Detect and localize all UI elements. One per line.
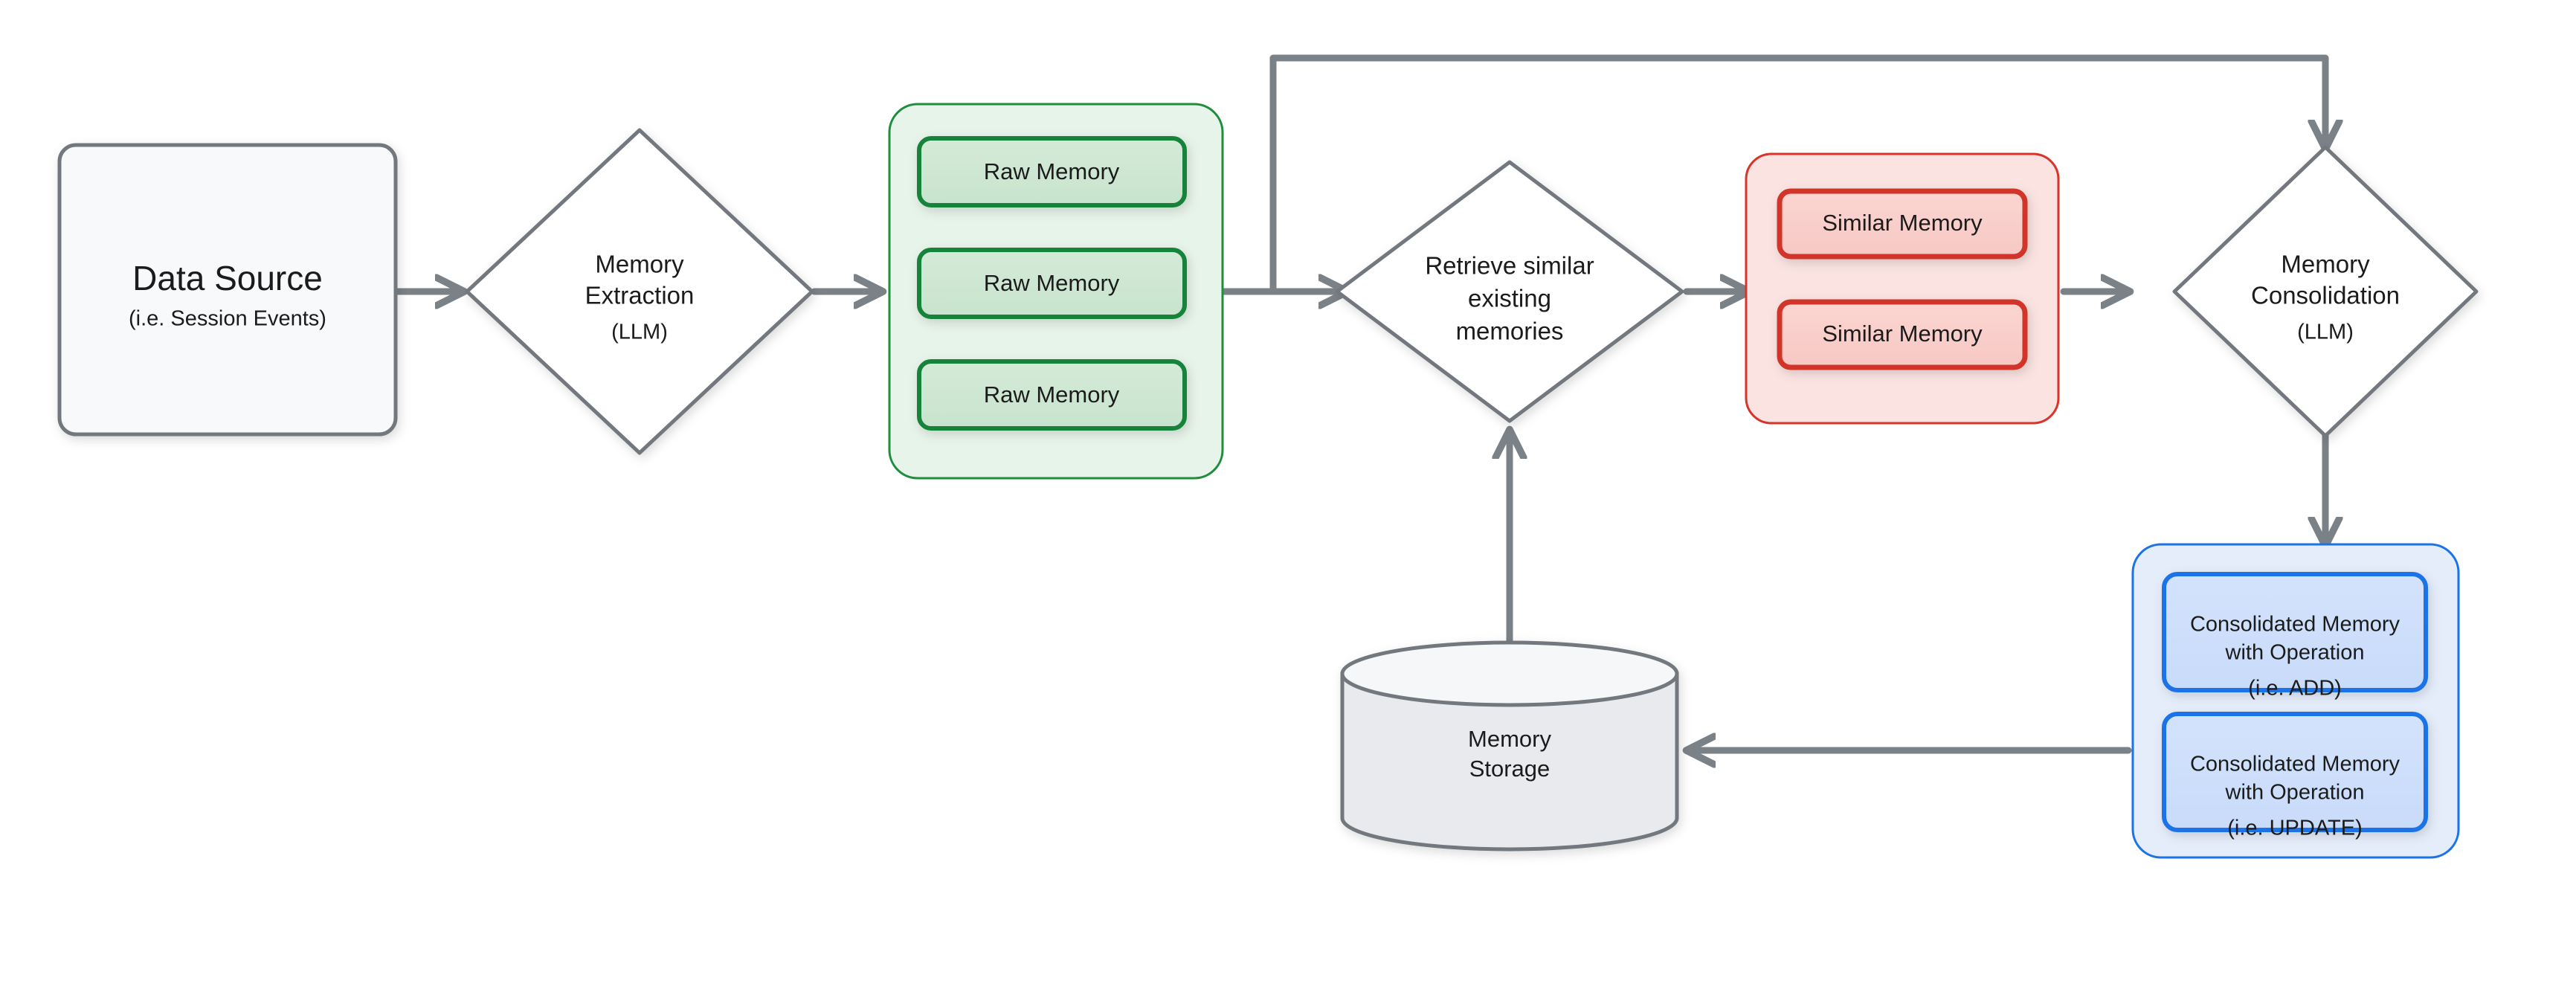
raw-memory-item-2-label: Raw Memory bbox=[984, 270, 1120, 296]
memory-extraction-shape[interactable] bbox=[465, 128, 814, 455]
consolidated-memory-item-1[interactable] bbox=[2162, 572, 2428, 692]
raw-memory-item-1-label: Raw Memory bbox=[984, 158, 1120, 184]
consolidated-memory-item-1-shape[interactable] bbox=[2162, 572, 2428, 692]
memory-storage-body[interactable] bbox=[1340, 672, 1679, 852]
consolidated-memory-item-1-line3: (i.e. ADD) bbox=[2248, 677, 2342, 701]
similar-memory-item-2-shape[interactable] bbox=[1777, 299, 2028, 370]
memory-consolidation-line3: (LLM) bbox=[2297, 321, 2354, 344]
similar-memory-item-2-label: Similar Memory bbox=[1822, 321, 1983, 347]
memory-consolidation-line2: Consolidation bbox=[2251, 282, 2400, 309]
raw-memory-item-2-shape[interactable] bbox=[917, 248, 1187, 319]
consolidated-memory-item-1-line2: with Operation bbox=[2225, 641, 2365, 665]
consolidated-memory-item-1-line1: Consolidated Memory bbox=[2190, 613, 2400, 637]
node-data-source[interactable] bbox=[57, 143, 398, 437]
consolidated-memory-item-2-shape[interactable] bbox=[2162, 712, 2428, 832]
raw-memory-item-3-label: Raw Memory bbox=[984, 382, 1120, 408]
similar-memory-item-1-shape[interactable] bbox=[1777, 188, 2028, 260]
data-source-subtitle: (i.e. Session Events) bbox=[129, 307, 326, 331]
memory-extraction-line2: Extraction bbox=[585, 282, 695, 309]
memory-storage-line2: Storage bbox=[1469, 756, 1551, 782]
memory-consolidation-shape[interactable] bbox=[2172, 145, 2479, 438]
edge-raw-memory-to-memory-consolidation bbox=[1269, 54, 2325, 295]
retrieve-similar-line2: existing bbox=[1468, 285, 1551, 312]
memory-consolidation-line1: Memory bbox=[2281, 251, 2370, 278]
raw-memory-item-3-shape[interactable] bbox=[917, 359, 1187, 431]
consolidated-memory-item-2-line1: Consolidated Memory bbox=[2190, 753, 2400, 776]
consolidated-memory-item-2-line3: (i.e. UPDATE) bbox=[2227, 817, 2363, 840]
raw-memory-item-1[interactable] bbox=[917, 136, 1187, 207]
consolidated-memory-item-2[interactable] bbox=[2162, 712, 2428, 832]
memory-storage-line1: Memory bbox=[1468, 726, 1551, 752]
memory-extraction-line3: (LLM) bbox=[611, 321, 668, 344]
raw-memory-item-3[interactable] bbox=[917, 359, 1187, 431]
data-source-shape[interactable] bbox=[57, 143, 398, 437]
similar-memory-item-1-label: Similar Memory bbox=[1822, 210, 1983, 236]
retrieve-similar-shape[interactable] bbox=[1335, 160, 1684, 423]
memory-storage-top[interactable] bbox=[1340, 640, 1679, 707]
node-retrieve-similar-memories[interactable] bbox=[1335, 160, 1684, 423]
similar-memory-item-1[interactable] bbox=[1777, 188, 2028, 260]
consolidated-memory-item-2-line2: with Operation bbox=[2225, 781, 2365, 805]
retrieve-similar-line3: memories bbox=[1456, 318, 1564, 345]
node-memory-extraction[interactable] bbox=[465, 128, 814, 455]
raw-memory-item-1-shape[interactable] bbox=[917, 136, 1187, 207]
data-source-title: Data Source bbox=[132, 259, 323, 297]
raw-memory-item-2[interactable] bbox=[917, 248, 1187, 319]
retrieve-similar-line1: Retrieve similar bbox=[1425, 252, 1594, 280]
node-memory-storage[interactable] bbox=[1340, 640, 1679, 852]
memory-extraction-line1: Memory bbox=[595, 251, 684, 278]
similar-memory-item-2[interactable] bbox=[1777, 299, 2028, 370]
node-memory-consolidation[interactable] bbox=[2172, 145, 2479, 438]
